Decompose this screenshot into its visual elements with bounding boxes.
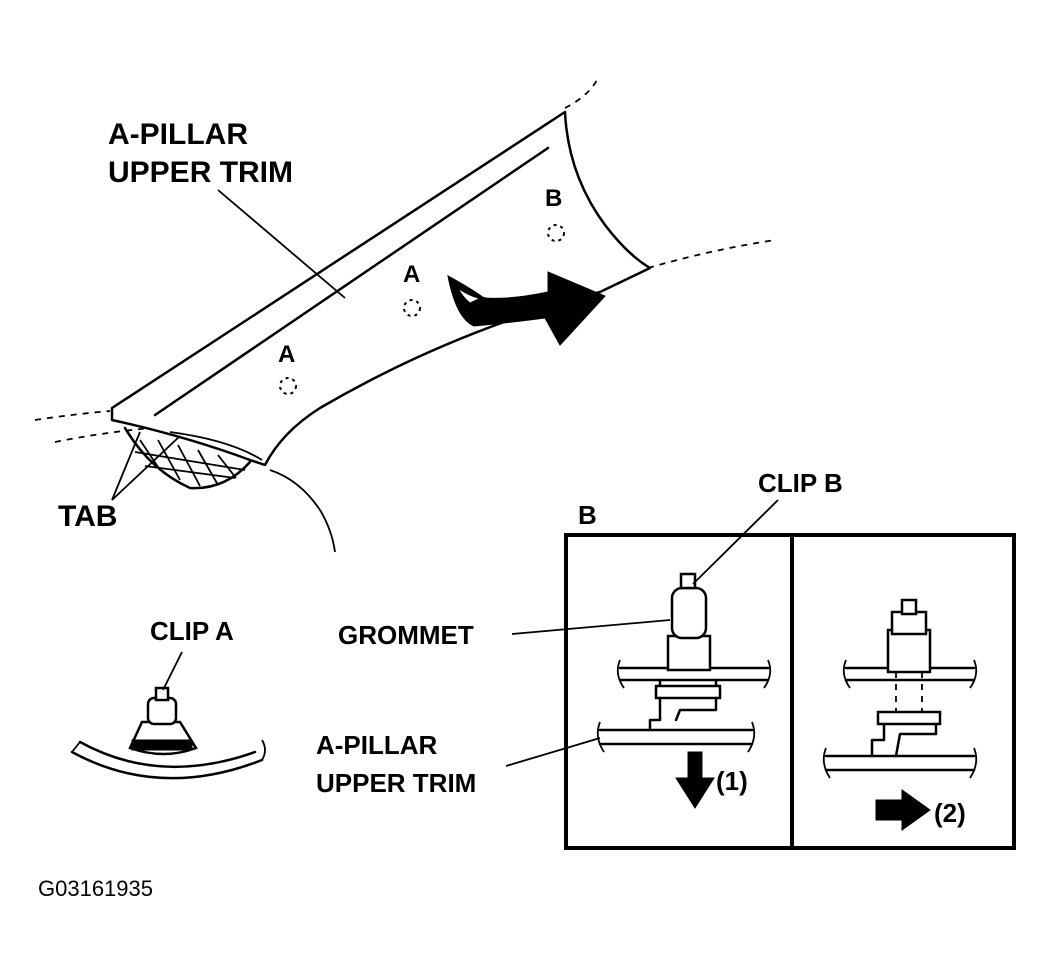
- detail-b-panel-1: [596, 572, 772, 809]
- pin-b-label: B: [545, 185, 562, 212]
- grommet-leader: [511, 619, 671, 635]
- clip-b-label: CLIP B: [758, 468, 843, 498]
- a-pillar-trim-illustration: [34, 77, 776, 553]
- tab-leader-2: [111, 435, 181, 501]
- figure-code: G03161935: [38, 876, 153, 901]
- pin-a-upper-label: A: [403, 261, 420, 288]
- clip-a-illustration: [70, 686, 266, 780]
- clip-b-leader: [692, 499, 779, 585]
- clip-b-hole-marker: [547, 224, 565, 242]
- detail-trim-leader: [505, 737, 601, 767]
- grommet-shape: [666, 634, 712, 672]
- tab-leader-1: [111, 431, 141, 501]
- grommet-label: GROMMET: [338, 620, 474, 650]
- clip-a-hole-marker-upper: [403, 299, 421, 317]
- tab-label: TAB: [58, 500, 117, 533]
- pillar-trim-label-line1: A-PILLAR: [108, 118, 248, 151]
- detail-trim-label-line1: A-PILLAR: [316, 730, 438, 760]
- detail-b-label: B: [578, 500, 597, 530]
- step-1-label: (1): [716, 766, 748, 796]
- removal-direction-arrow: [447, 271, 606, 346]
- clip-a-label: CLIP A: [150, 616, 234, 646]
- pillar-trim-label-line2: UPPER TRIM: [108, 156, 293, 189]
- step-2-label: (2): [934, 798, 966, 828]
- detail-b-panel-2: [822, 598, 978, 831]
- detail-trim-label-line2: UPPER TRIM: [316, 768, 476, 798]
- slide-right-arrow: [875, 789, 931, 831]
- clip-a-leader: [162, 651, 183, 691]
- tab-hatching: [134, 439, 246, 487]
- pillar-trim-leader: [217, 189, 346, 299]
- clip-a-hole-marker-lower: [279, 377, 297, 395]
- trim-outline: [110, 110, 652, 467]
- pull-down-arrow: [675, 751, 715, 809]
- pin-a-lower-label: A: [278, 341, 295, 368]
